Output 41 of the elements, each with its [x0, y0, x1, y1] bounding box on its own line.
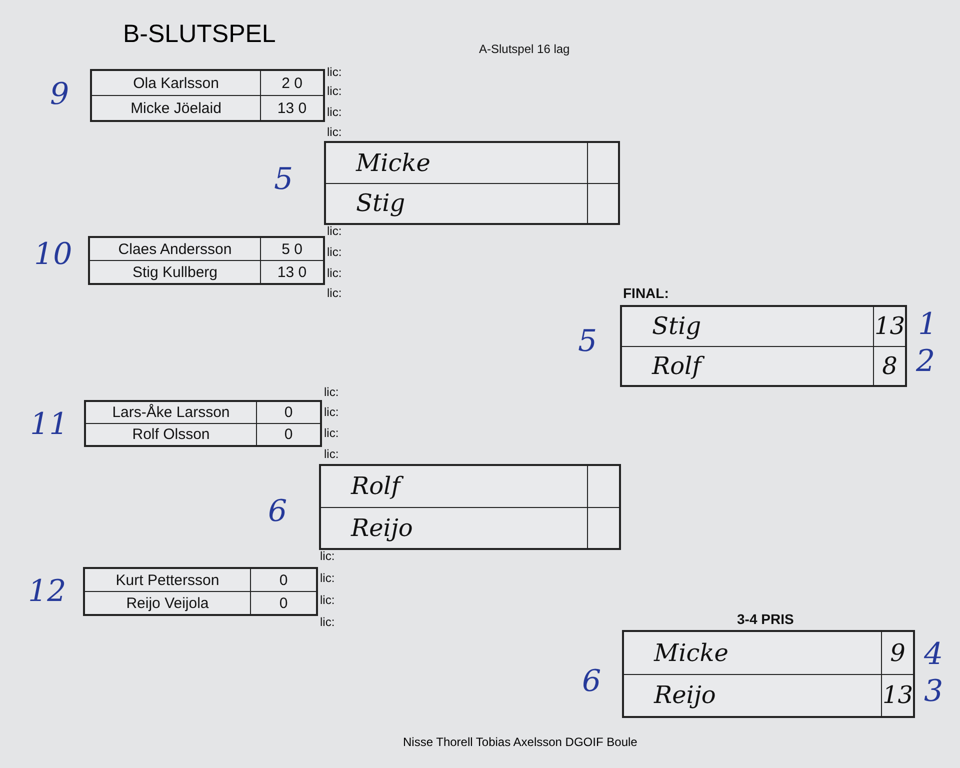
lic-label: lic: [324, 426, 339, 440]
player-name: Ola Karlsson [91, 70, 260, 96]
match-number: 5 [578, 327, 598, 357]
match-number: 9 [50, 80, 70, 110]
match-number: 6 [268, 497, 288, 527]
player-name: Micke [623, 631, 882, 674]
lic-label: lic: [327, 125, 342, 139]
match-number: 6 [582, 667, 602, 697]
placing-number: 4 [924, 640, 944, 670]
lic-label: lic: [327, 84, 342, 98]
lic-label: lic: [320, 593, 335, 607]
footer-note: Nisse Thorell Tobias Axelsson DGOIF Boule [403, 735, 638, 749]
player-name: Rolf [320, 465, 588, 507]
placing-number: 3 [924, 677, 944, 707]
lic-label: lic: [327, 224, 342, 238]
lic-label: lic: [320, 615, 335, 629]
player-name: Stig [621, 306, 874, 346]
round-heading: 3-4 PRIS [737, 611, 794, 627]
player-name: Micke [325, 142, 588, 183]
match-number: 11 [30, 410, 68, 440]
lic-label: lic: [320, 549, 335, 563]
round-heading: FINAL: [623, 285, 669, 301]
lic-label: lic: [324, 447, 339, 461]
lic-label: lic: [320, 571, 335, 585]
title: B-SLUTSPEL [123, 20, 276, 49]
player-name: Lars-Åke Larsson [85, 401, 256, 424]
player-name: Claes Andersson [89, 237, 260, 260]
match-number: 10 [34, 240, 72, 270]
match-number: 5 [274, 165, 294, 195]
lic-label: lic: [327, 266, 342, 280]
player-name: Kurt Pettersson [84, 568, 250, 592]
subtitle: A-Slutspel 16 lag [479, 42, 570, 56]
match-number: 12 [28, 577, 66, 607]
lic-label: lic: [327, 286, 342, 300]
placing-number: 2 [916, 347, 936, 377]
lic-label: lic: [327, 105, 342, 119]
placing-number: 1 [918, 310, 938, 340]
lic-label: lic: [327, 65, 342, 79]
lic-label: lic: [324, 385, 339, 399]
lic-label: lic: [324, 405, 339, 419]
lic-label: lic: [327, 245, 342, 259]
